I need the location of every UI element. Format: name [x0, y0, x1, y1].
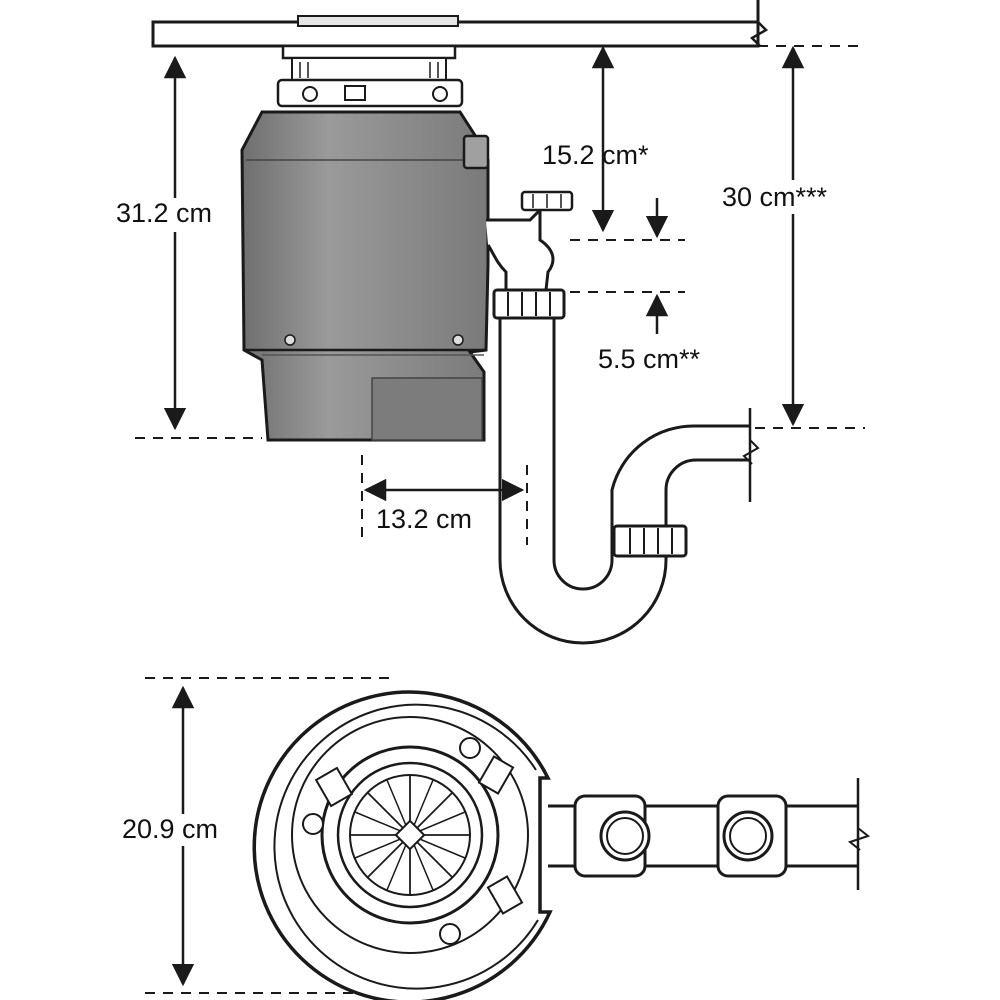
splash-guard	[350, 775, 470, 895]
outlet-offset-label: 13.2 cm	[376, 504, 472, 534]
sink-countertop	[151, 0, 769, 48]
dimension-arrows	[163, 45, 805, 502]
mounting-assembly	[276, 44, 464, 108]
total-drop-label: 30 cm***	[722, 182, 828, 212]
unit-height-label: 31.2 cm	[116, 198, 212, 228]
inlet-height-label: 5.5 cm**	[598, 344, 701, 374]
unit-diameter-label: 20.9 cm	[122, 814, 218, 844]
outlet-pipe-top	[548, 778, 871, 890]
reference-lines	[135, 45, 865, 545]
disposer-top-housing	[252, 690, 553, 1000]
top-view: 20.9 cm	[118, 677, 871, 1000]
discharge-outlet	[486, 190, 574, 292]
p-trap	[498, 318, 760, 645]
tailpiece-nut	[492, 288, 566, 320]
side-view: 31.2 cm 15.2 cm* 30 cm*** 5.5 cm** 13.2 …	[112, 0, 868, 645]
disposer-unit	[240, 110, 490, 442]
inlet-drop-label: 15.2 cm*	[542, 140, 649, 170]
